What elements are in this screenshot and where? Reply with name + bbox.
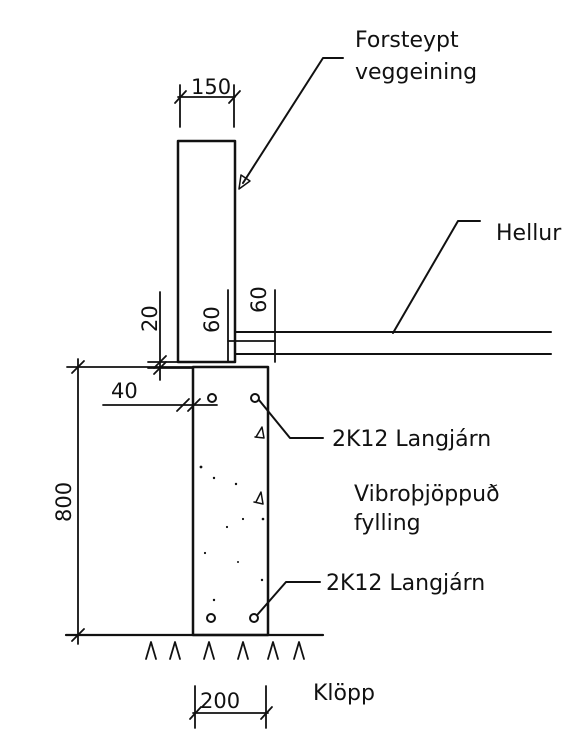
dimension-wall-offset: 40 (102, 379, 218, 412)
dim-150-text: 150 (191, 75, 231, 99)
leader-rebar-bottom (257, 581, 321, 615)
rebar-bottom-right (249, 613, 259, 623)
rebar-top-left (207, 393, 217, 403)
concrete-aggregate (199, 426, 265, 602)
dimension-footing-height: 800 (52, 358, 194, 645)
dimension-footing-width: 200 (189, 685, 273, 729)
dim-60b-text: 60 (247, 286, 271, 313)
dim-40-text: 40 (111, 379, 138, 403)
label-fill-line2: fylling (354, 511, 421, 536)
label-fill-line1: Vibroþjöppuð (354, 482, 500, 507)
leader-paving (392, 220, 481, 334)
bedrock-hatching (145, 641, 305, 660)
label-paving: Hellur (496, 221, 562, 246)
leader-rebar-top (258, 399, 324, 439)
dimension-paving: 60 60 (200, 286, 276, 363)
dim-800-text: 800 (52, 482, 76, 522)
rebar-bottom-left (206, 613, 216, 623)
rebar-top-right (250, 393, 260, 403)
dim-60a-text: 60 (200, 306, 224, 333)
label-rebar-top: 2K12 Langjárn (332, 427, 491, 452)
dim-20-text: 20 (138, 305, 162, 332)
label-wall-line1: Forsteypt (355, 28, 459, 53)
label-wall-line2: veggeining (355, 60, 477, 85)
dimension-wall-gap: 20 (138, 291, 194, 381)
wall-element (176, 139, 237, 364)
dim-200-text: 200 (200, 689, 240, 713)
label-bedrock: Klöpp (313, 681, 375, 706)
leader-wall-element (242, 57, 344, 184)
label-rebar-bottom: 2K12 Langjárn (326, 571, 485, 596)
dimension-wall-width: 150 (174, 75, 241, 128)
